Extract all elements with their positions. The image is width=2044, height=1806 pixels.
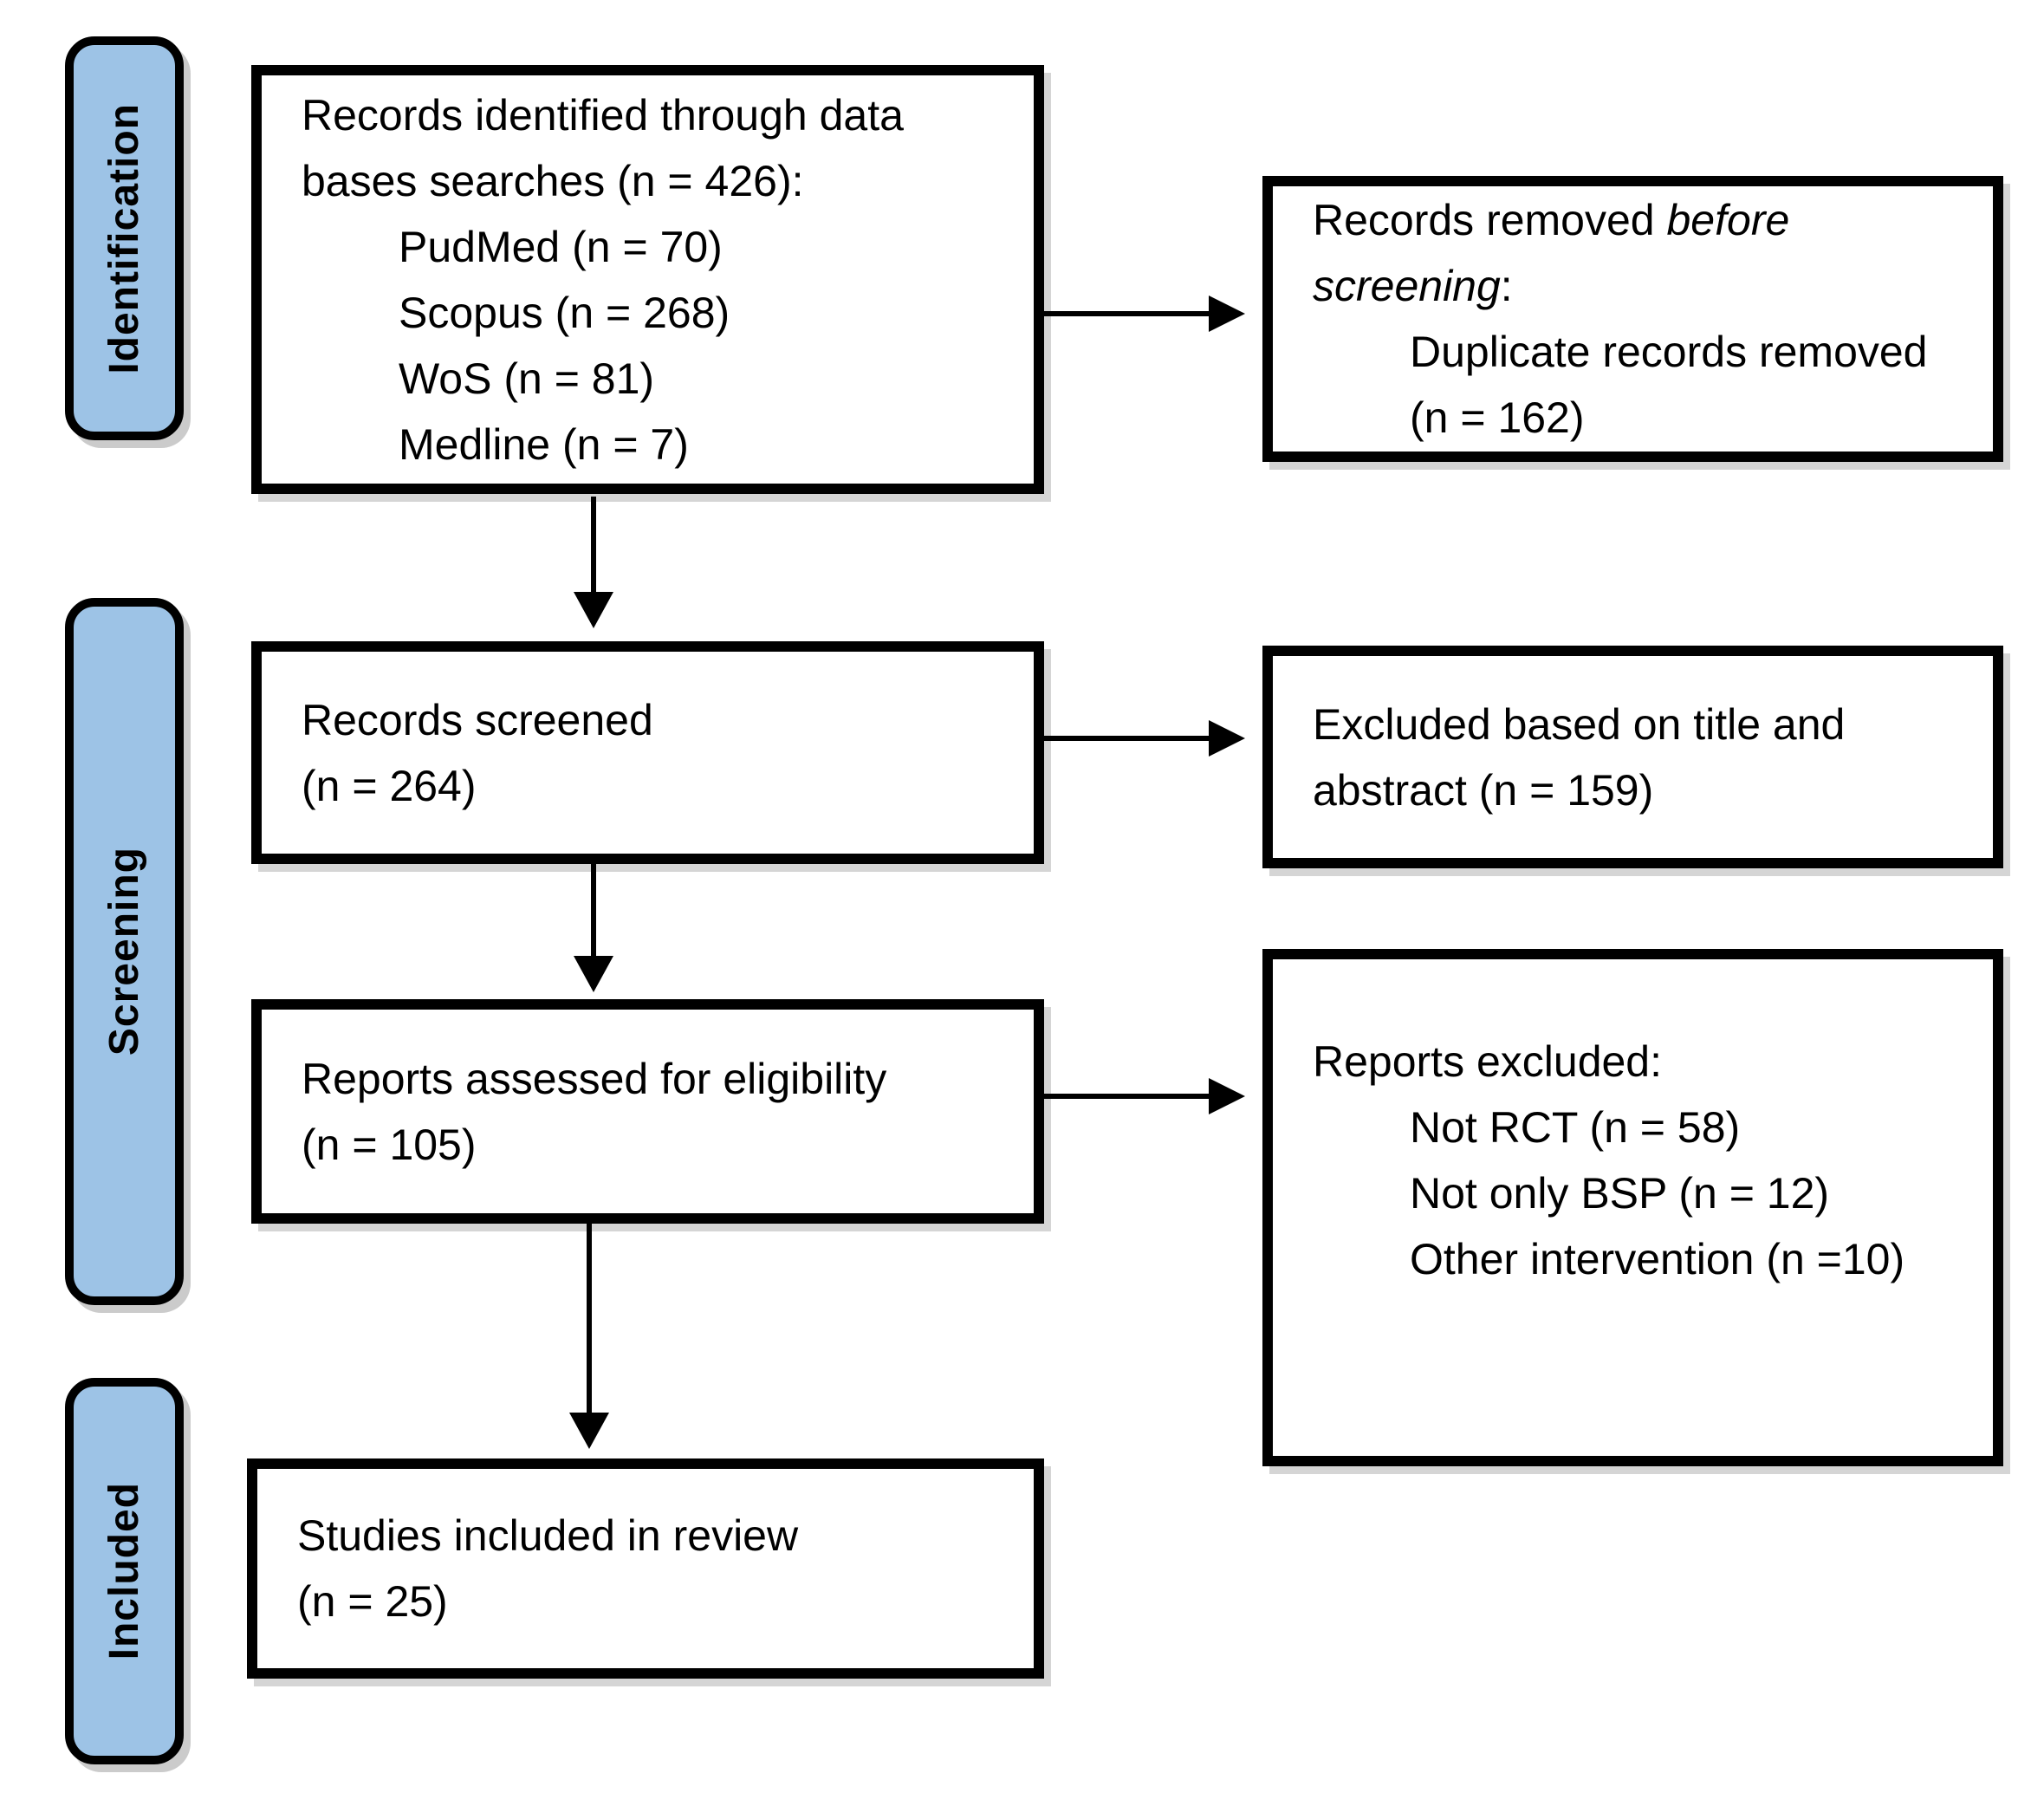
database-item-scopus: Scopus (n = 268) <box>399 288 730 337</box>
box-records-screened: Records screened (n = 264) <box>251 641 1044 864</box>
excluded-item-not-rct: Not RCT (n = 58) <box>1410 1103 1741 1152</box>
duplicates-removed-line-2: (n = 162) <box>1410 393 1585 442</box>
arrow-identified-to-removed-line <box>1044 311 1209 316</box>
arrow-assessed-to-included-line <box>587 1224 592 1413</box>
arrow-screened-to-excluded-line <box>1044 736 1209 741</box>
duplicates-removed-line-1: Duplicate records removed <box>1410 328 1928 376</box>
excluded-item-other-intervention: Other intervention (n =10) <box>1410 1235 1905 1283</box>
arrow-identified-to-screened-line <box>591 497 596 592</box>
reports-assessed-line-2: (n = 105) <box>302 1120 477 1169</box>
records-removed-italic-screening: screening <box>1313 262 1501 310</box>
records-screened-line-1: Records screened <box>302 695 653 744</box>
records-removed-colon: : <box>1500 262 1513 310</box>
records-identified-line-2: bases searches (n = 426): <box>302 156 804 205</box>
excluded-title-line-1: Excluded based on title and <box>1313 699 1846 749</box>
box-reports-assessed: Reports assessed for eligibility (n = 10… <box>251 999 1044 1224</box>
box-records-removed: Records removed before screening: Duplic… <box>1262 176 2003 462</box>
database-item-medline: Medline (n = 7) <box>399 419 689 469</box>
reports-assessed-line-1: Reports assessed for eligibility <box>302 1054 887 1103</box>
records-removed-line-1: Records removed before <box>1313 187 1953 253</box>
excluded-title-line-2: abstract (n = 159) <box>1313 765 1654 815</box>
arrow-screened-to-assessed-line <box>591 864 596 956</box>
box-records-identified: Records identified through data bases se… <box>251 65 1044 494</box>
arrow-assessed-to-reports-excluded-line <box>1044 1094 1209 1099</box>
arrow-identified-to-screened-head <box>574 592 613 628</box>
records-removed-italic-before: before <box>1666 196 1790 244</box>
arrow-assessed-to-included-head <box>569 1413 609 1449</box>
database-item-wos: WoS (n = 81) <box>399 354 655 403</box>
stage-screening-label: Screening <box>101 847 147 1056</box>
studies-included-line-1: Studies included in review <box>297 1511 799 1560</box>
arrow-screened-to-assessed-head <box>574 956 613 992</box>
records-removed-line-2: screening: <box>1313 253 1953 319</box>
stage-included: Included <box>65 1378 184 1764</box>
arrow-identified-to-removed-head <box>1209 296 1245 332</box>
box-reports-excluded: Reports excluded: Not RCT (n = 58) Not o… <box>1262 949 2003 1466</box>
stage-identification: Identification <box>65 36 184 440</box>
stage-screening: Screening <box>65 598 184 1305</box>
stage-identification-label: Identification <box>101 102 147 374</box>
studies-included-line-2: (n = 25) <box>297 1577 448 1626</box>
reports-excluded-header: Reports excluded: <box>1313 1037 1663 1086</box>
arrow-screened-to-excluded-head <box>1209 720 1245 757</box>
excluded-item-not-only-bsp: Not only BSP (n = 12) <box>1410 1169 1830 1218</box>
box-studies-included: Studies included in review (n = 25) <box>247 1458 1044 1679</box>
box-excluded-title-abstract: Excluded based on title and abstract (n … <box>1262 646 2003 868</box>
records-removed-text: Records removed <box>1313 196 1667 244</box>
records-identified-line-1: Records identified through data <box>302 90 904 140</box>
arrow-assessed-to-reports-excluded-head <box>1209 1078 1245 1114</box>
records-screened-line-2: (n = 264) <box>302 761 477 810</box>
database-item-pudmed: PudMed (n = 70) <box>399 222 723 271</box>
stage-included-label: Included <box>101 1482 147 1660</box>
